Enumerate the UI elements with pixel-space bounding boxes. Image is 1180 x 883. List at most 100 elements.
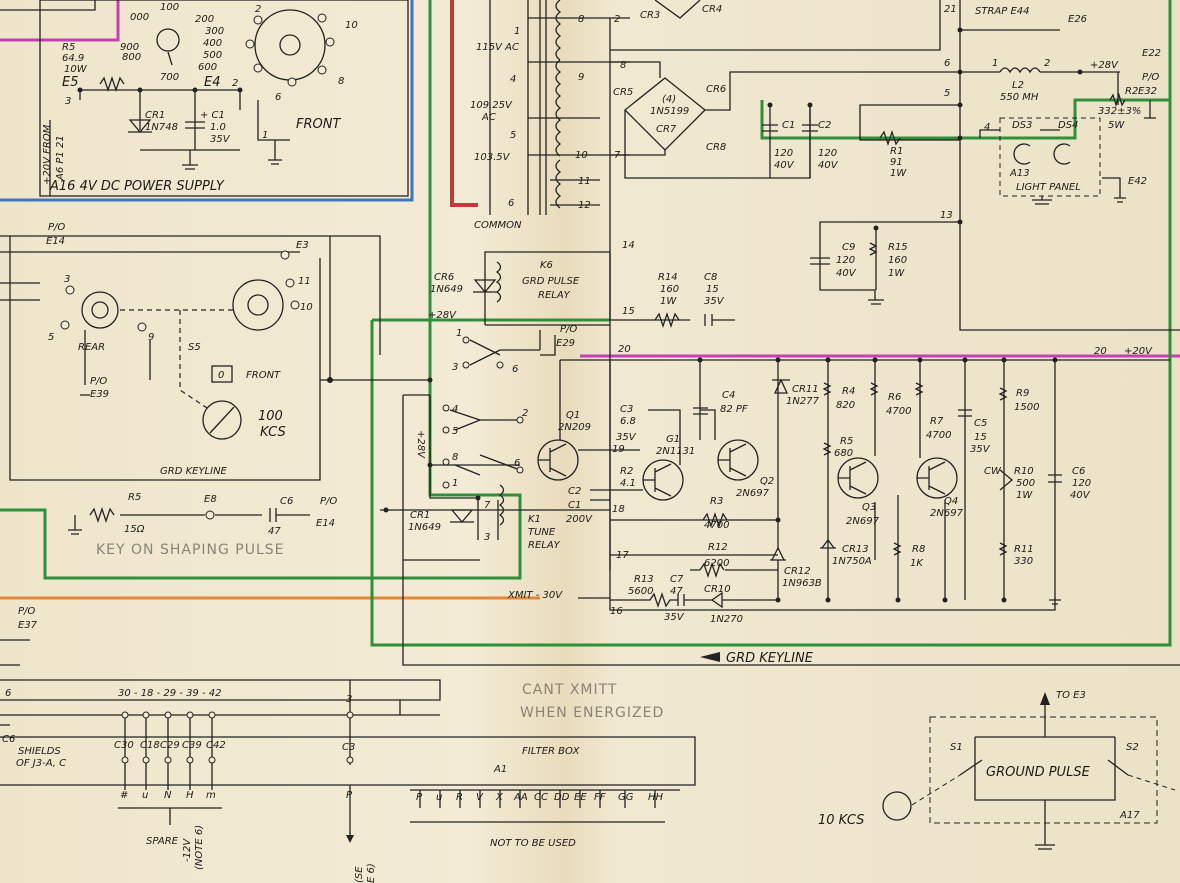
bot-rpin-ee: EE	[574, 792, 587, 803]
bot-cap-c39: C39	[182, 740, 202, 751]
k6-c9-name: C9	[842, 242, 855, 253]
k1-c1-volt: 200V	[566, 514, 593, 525]
bot-rpin-p: P	[416, 792, 423, 803]
sh-p10: P/O	[320, 496, 337, 507]
key-r13-name: R13	[634, 574, 654, 585]
k6-coil	[495, 261, 502, 303]
ps-feed-2: A6 P1 21	[55, 135, 66, 181]
k6-c9-volt: 40V	[836, 268, 857, 279]
k6-c8-name: C8	[704, 272, 717, 283]
r10-pot	[999, 469, 1014, 491]
key-q2-name: Q2	[760, 476, 774, 487]
bot-cap-c18: C18	[140, 740, 160, 751]
cr3-cr4-bridge	[654, 0, 701, 19]
keyer-section	[68, 357, 1170, 611]
filt-pin-1: 1	[992, 58, 998, 69]
ps-dial-000: 000	[130, 12, 149, 23]
k1-c1-name: C1	[568, 500, 581, 511]
k6-cr6-name: CR6	[434, 272, 454, 283]
k6-pin-14: 14	[622, 240, 635, 251]
lp-ds3: DS3	[1012, 120, 1032, 131]
key-cr12-name: CR12	[784, 566, 811, 577]
key-plus20: +20V	[1124, 346, 1153, 357]
key-cr12-val: 1N963B	[782, 578, 822, 589]
filt-c2-name: C2	[818, 120, 831, 131]
gp-s2: S2	[1126, 742, 1139, 753]
key-c5-volt: 35V	[970, 444, 991, 455]
ps-r5-val: 64.9	[62, 53, 84, 64]
bot-cap-c42: C42	[206, 740, 226, 751]
k1-name: K1	[528, 514, 541, 525]
k1-pin-3b: 3	[484, 532, 490, 543]
key-cr13-val: 1N750A	[832, 556, 872, 567]
key-c7-name: C7	[670, 574, 684, 585]
ps-dial-700: 700	[160, 72, 179, 83]
k1-pin-19: 19	[612, 444, 625, 455]
ground-pulse-section	[882, 692, 1176, 850]
sel-e3: E3	[296, 240, 309, 251]
light-panel-box	[999, 117, 1101, 197]
ps-dial-500: 500	[203, 50, 222, 61]
bottom-section	[0, 560, 1180, 843]
sh-c6-val: 47	[268, 526, 281, 537]
cr6-diode	[473, 279, 497, 294]
filt-pin-21: 21	[944, 4, 957, 15]
sel-e14: E14	[46, 236, 65, 247]
k1-pin-6: 6	[512, 364, 518, 375]
key-cr10-val: 1N270	[710, 614, 743, 625]
k6-r14-val: 160	[660, 284, 679, 295]
bot-grd-keyline: GRD KEYLINE	[726, 651, 814, 666]
k1-relay-section	[402, 330, 556, 561]
bot-e37: E37	[18, 620, 38, 631]
filt-r1-watt: 1W	[890, 168, 907, 179]
k6-r14-watt: 1W	[660, 296, 677, 307]
k1-pin-7: 7	[484, 500, 491, 511]
sh-e14: E14	[316, 518, 335, 529]
key-c4-val: 82 PF	[720, 404, 748, 415]
ps-num-10: 10	[345, 20, 358, 31]
bot-rpin-r: R	[456, 792, 463, 803]
bot-not-used: NOT TO BE USED	[490, 838, 576, 849]
k1-pin-2: 2	[522, 408, 528, 419]
key-cr13-name: CR13	[842, 544, 869, 555]
filt-e26: E26	[1068, 14, 1087, 25]
c1-cap	[185, 121, 205, 129]
k6-r15-name: R15	[888, 242, 908, 253]
rectifier-filter-section	[610, 0, 1180, 331]
ps-dial-900: 900	[120, 42, 139, 53]
ps-front: FRONT	[296, 117, 341, 132]
sel-num-10: 10	[300, 302, 313, 313]
bot-rpin-ff: FF	[594, 792, 606, 803]
filt-c1-name: C1	[782, 120, 795, 131]
s5-switch-wafer	[232, 279, 284, 331]
sel-front: FRONT	[246, 370, 281, 381]
rect-part-num: 1N5199	[650, 106, 689, 117]
key-c6-val: 120	[1072, 478, 1091, 489]
ps-c1-val: 1.0	[210, 122, 226, 133]
ps-num-1: 1	[262, 130, 268, 141]
sel-p10b: P/O	[90, 376, 107, 387]
filt-c1-volt: 40V	[774, 160, 795, 171]
key-r9-name: R9	[1016, 388, 1029, 399]
gp-s1: S1	[950, 742, 963, 753]
r3-resistor	[702, 511, 728, 529]
ps-dial-200: 200	[195, 14, 214, 25]
ps-r5-name: R5	[62, 42, 75, 53]
key-c7-volt: 35V	[664, 612, 685, 623]
k6-pin-15: 15	[622, 306, 635, 317]
xfmr-tap-103: 103.5V	[474, 152, 511, 163]
ps-dial-800: 800	[122, 52, 141, 63]
ps-num-2: 2	[255, 4, 261, 15]
note-cant-xmit-1: CANT XMITT	[522, 682, 617, 698]
k1-coil	[498, 484, 505, 526]
xfmr-tap-109: 109.25V	[470, 100, 513, 111]
bot-rpin-gg: GG	[618, 792, 634, 803]
key-c4-name: C4	[722, 390, 735, 401]
bot-rpin-u: u	[436, 792, 442, 803]
bot-rpin-v: V	[476, 792, 484, 803]
xfmr-common: COMMON	[474, 220, 522, 231]
key-c5-name: C5	[974, 418, 987, 429]
rect-part-qty: (4)	[662, 94, 676, 105]
